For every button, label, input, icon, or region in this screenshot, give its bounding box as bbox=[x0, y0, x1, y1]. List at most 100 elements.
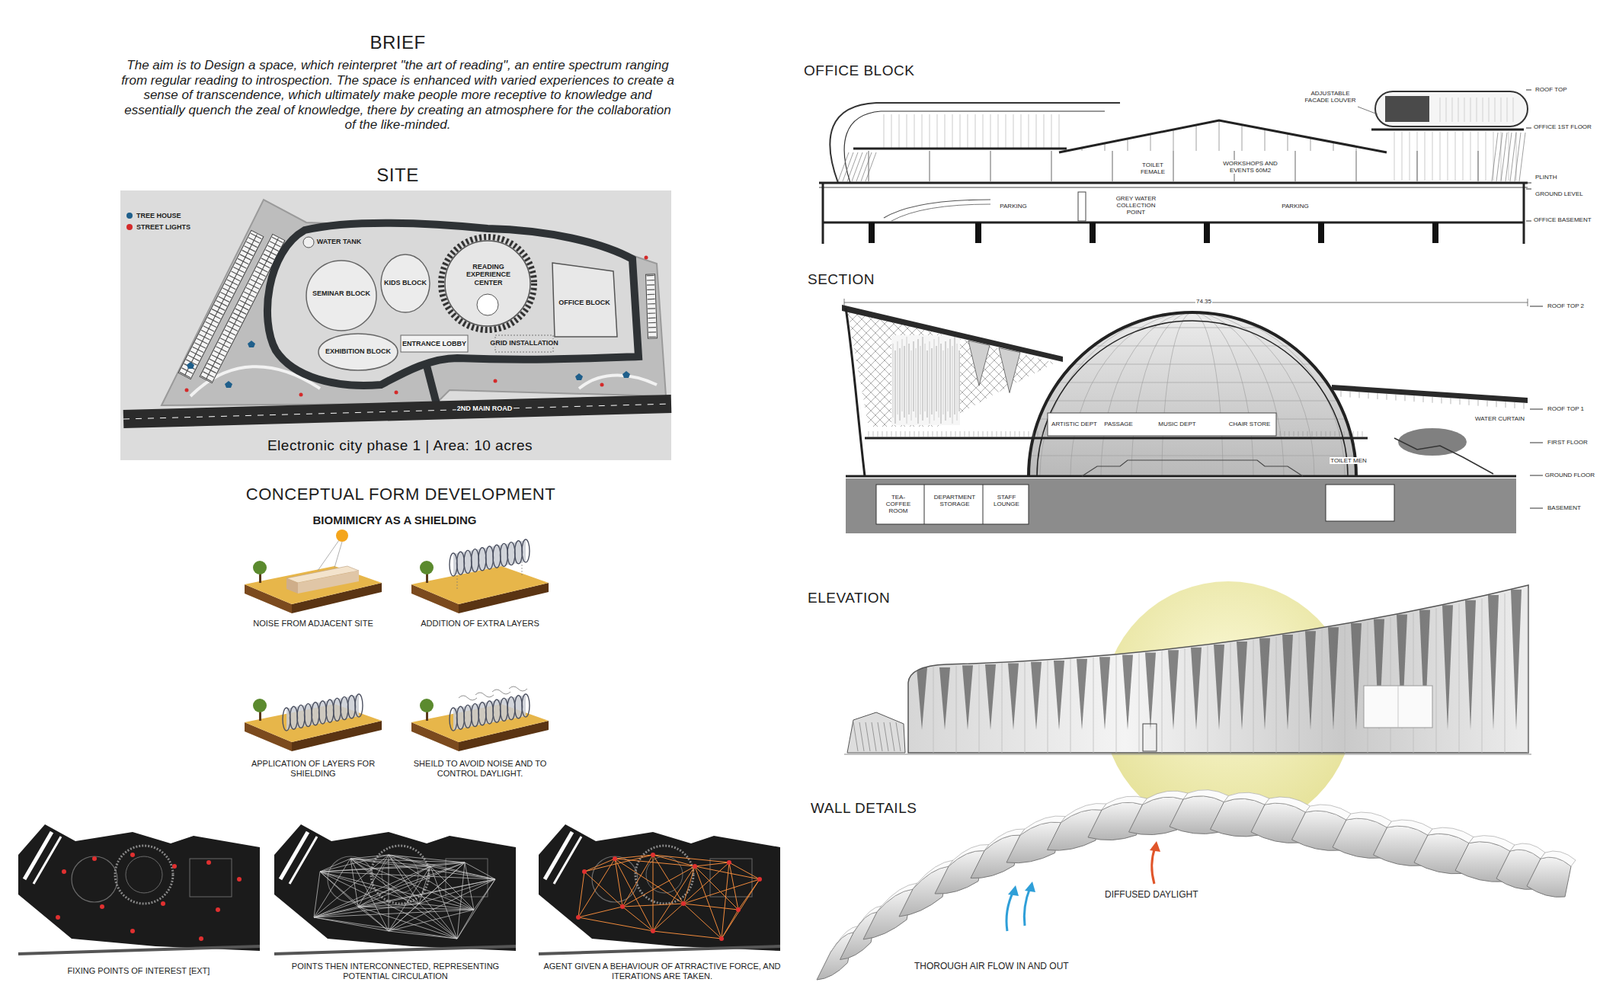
roof-band bbox=[844, 111, 1105, 183]
annotation: WATER TANK bbox=[316, 237, 363, 246]
annotation: FIXING POINTS OF INTEREST [EXT] bbox=[16, 966, 261, 976]
panel-joint bbox=[1001, 662, 1003, 753]
shield-rib bbox=[521, 694, 530, 717]
panel-joint bbox=[956, 665, 957, 753]
railing bbox=[905, 431, 906, 438]
circulation-line bbox=[388, 909, 474, 932]
entrance-lobby bbox=[400, 335, 468, 352]
shield-rib bbox=[478, 547, 487, 571]
railing bbox=[960, 431, 961, 438]
shield-shell bbox=[453, 540, 526, 576]
dimension-line bbox=[844, 302, 1528, 304]
arrowhead bbox=[1008, 885, 1019, 896]
seating-steps bbox=[1081, 460, 1303, 477]
street-light-marker bbox=[600, 383, 605, 388]
circulation-line bbox=[313, 879, 496, 918]
atrium-box bbox=[1385, 96, 1430, 122]
annotation: KIDS BLOCK bbox=[383, 278, 428, 287]
fin-wedge bbox=[1510, 589, 1522, 730]
roof-slab bbox=[841, 304, 1063, 362]
agent-path bbox=[721, 909, 739, 939]
agent-path bbox=[578, 917, 653, 932]
dome-latitude bbox=[1093, 345, 1293, 347]
shield-rib bbox=[492, 544, 501, 568]
glazing bbox=[1470, 97, 1472, 122]
water-curtain-stream bbox=[931, 348, 933, 415]
agent-path bbox=[683, 903, 739, 910]
circulation-line bbox=[358, 862, 465, 907]
site-ground bbox=[120, 190, 672, 461]
truss-member bbox=[1150, 134, 1152, 151]
level-tick bbox=[1526, 188, 1532, 190]
circulation-line bbox=[388, 879, 496, 932]
panel-joint bbox=[979, 663, 980, 753]
wall-detail bbox=[816, 790, 1576, 980]
railing bbox=[1316, 431, 1318, 438]
panel-joint bbox=[1390, 617, 1392, 753]
street-light-marker bbox=[493, 379, 498, 384]
point-of-interest bbox=[650, 852, 656, 858]
partition bbox=[1417, 150, 1418, 182]
staircase bbox=[1519, 132, 1526, 182]
glazing bbox=[1446, 97, 1447, 122]
agent-path bbox=[683, 903, 722, 939]
dome-meridian bbox=[1161, 312, 1223, 477]
circulation-line bbox=[313, 858, 351, 918]
annotation: THOROUGH AIR FLOW IN AND OUT bbox=[914, 961, 1069, 973]
fin-wedge bbox=[1236, 641, 1248, 730]
annotation: PASSAGE bbox=[1103, 420, 1134, 428]
fin-wedge bbox=[1259, 638, 1271, 730]
fin-wedge bbox=[1076, 659, 1088, 730]
railing bbox=[923, 431, 925, 438]
fin-wedge bbox=[1053, 660, 1065, 730]
lattice-line bbox=[646, 304, 776, 435]
panel-edge bbox=[1305, 804, 1352, 820]
site-plan bbox=[120, 190, 672, 461]
agent-path bbox=[729, 862, 760, 880]
railing bbox=[1293, 431, 1295, 438]
water-curtain-stream bbox=[945, 341, 947, 421]
glazing bbox=[1476, 97, 1478, 122]
tree-house-marker bbox=[186, 361, 195, 369]
office-section bbox=[819, 89, 1532, 244]
annotation: POINTS THEN INTERCONNECTED, REPRESENTING… bbox=[269, 961, 522, 981]
water-curtain-stream bbox=[908, 343, 910, 415]
water-curtain-stream bbox=[915, 348, 917, 418]
annotation: OFFICE BASEMENT bbox=[1532, 216, 1593, 224]
lattice-line bbox=[664, 304, 794, 435]
glazing bbox=[921, 114, 923, 148]
railing bbox=[1001, 431, 1002, 438]
glazing bbox=[1500, 97, 1502, 122]
site-diagram bbox=[18, 824, 260, 957]
fin-wedge bbox=[1350, 623, 1362, 730]
fin-wedge bbox=[1008, 663, 1019, 730]
fin-wedge bbox=[1328, 627, 1339, 730]
glazing bbox=[1470, 131, 1472, 181]
shield-rib bbox=[471, 549, 480, 573]
annotation: READING EXPERIENCE CENTER bbox=[453, 262, 524, 287]
ground-line bbox=[844, 753, 1532, 755]
railing bbox=[973, 431, 975, 438]
shield-rib bbox=[304, 704, 313, 727]
annotation: ADJUSTABLE FACADE LOUVER bbox=[1302, 89, 1358, 104]
column bbox=[1089, 222, 1096, 244]
main-section bbox=[609, 298, 1543, 534]
noise-wave bbox=[492, 689, 511, 695]
panel-joint bbox=[1207, 646, 1209, 753]
circulation-line bbox=[358, 906, 389, 932]
circulation-line bbox=[350, 858, 496, 880]
circulation-line bbox=[388, 931, 458, 939]
railing bbox=[914, 431, 916, 438]
lattice-line bbox=[618, 304, 749, 435]
louver bbox=[1487, 400, 1488, 407]
level-tick bbox=[1529, 475, 1543, 477]
tree-house-marker bbox=[224, 380, 233, 388]
agent-path bbox=[584, 854, 653, 872]
railing bbox=[1042, 431, 1044, 438]
agent-path bbox=[683, 879, 760, 904]
fin-wedge bbox=[1030, 662, 1042, 730]
section-heading: ELEVATION bbox=[807, 589, 890, 607]
water-curtain-stream bbox=[892, 343, 894, 418]
railing bbox=[1005, 431, 1007, 438]
panel-joint bbox=[1321, 629, 1323, 753]
